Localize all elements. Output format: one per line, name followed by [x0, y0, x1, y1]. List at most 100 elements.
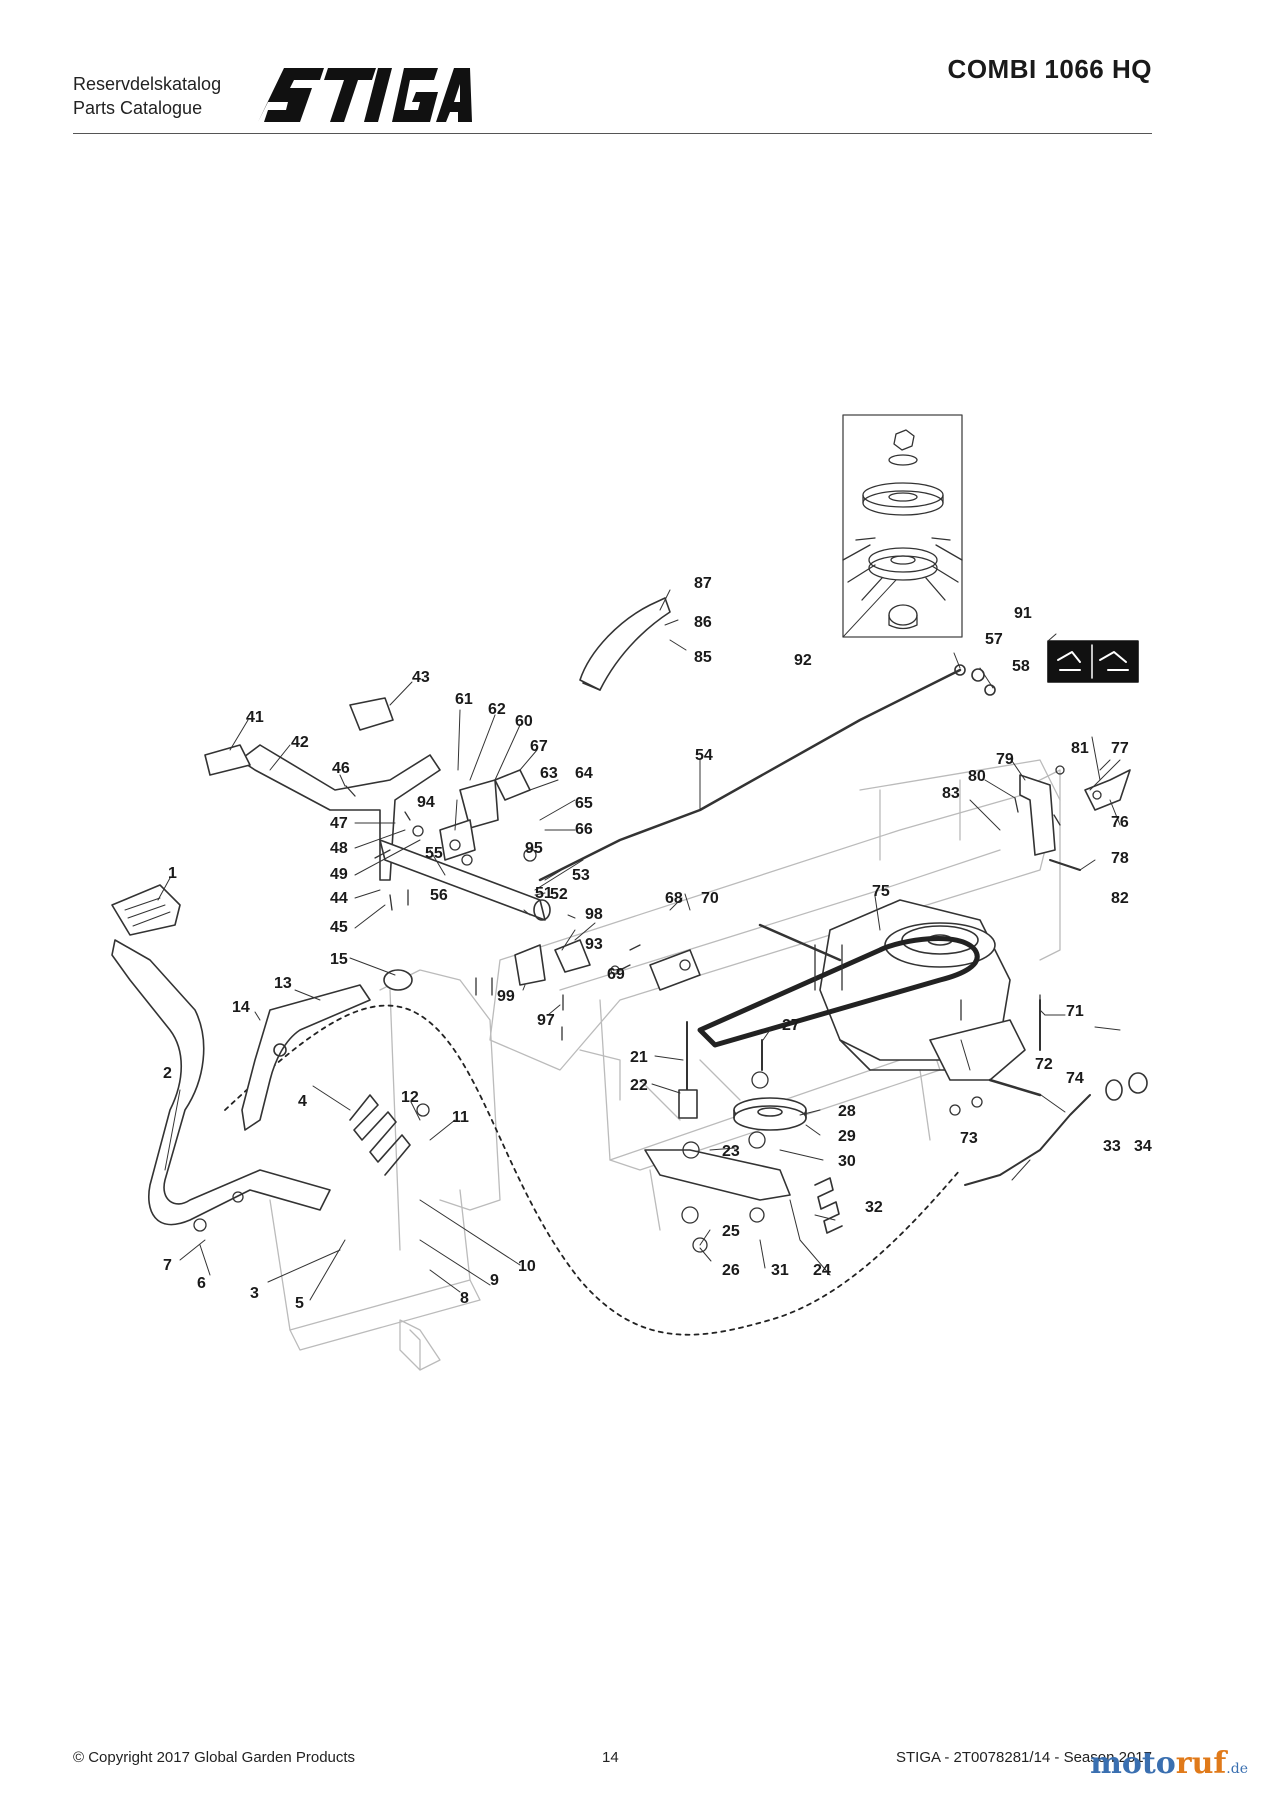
callout-74: 74 — [1066, 1070, 1084, 1087]
callout-98: 98 — [585, 906, 603, 923]
motoruf-watermark: motoruf.de — [1090, 1746, 1248, 1781]
callout-65: 65 — [575, 795, 593, 812]
callout-69: 69 — [607, 966, 625, 983]
catalog-title: Reservdelskatalog Parts Catalogue — [73, 72, 221, 120]
inset-box — [842, 414, 963, 638]
callout-47: 47 — [330, 815, 348, 832]
callout-54: 54 — [695, 747, 713, 764]
callout-24: 24 — [813, 1262, 831, 1279]
callout-70: 70 — [701, 890, 719, 907]
callout-91: 91 — [1014, 605, 1032, 622]
pedal-shaft-assembly — [239, 744, 551, 921]
callout-86: 86 — [694, 614, 712, 631]
bushing-15 — [383, 969, 413, 991]
callout-42: 42 — [291, 734, 309, 751]
callout-75: 75 — [872, 883, 890, 900]
callout-61: 61 — [455, 691, 473, 708]
bolt-82 — [1049, 859, 1081, 871]
callout-2: 2 — [163, 1065, 172, 1082]
callout-4: 4 — [298, 1093, 307, 1110]
callout-45: 45 — [330, 919, 348, 936]
catalog-title-english: Parts Catalogue — [73, 98, 203, 118]
bracket-99 — [514, 944, 546, 986]
callout-79: 79 — [996, 751, 1014, 768]
callout-72: 72 — [1035, 1056, 1053, 1073]
callout-73: 73 — [960, 1130, 978, 1147]
callout-1: 1 — [168, 865, 177, 882]
callout-34: 34 — [1134, 1138, 1152, 1155]
callout-7: 7 — [163, 1257, 172, 1274]
idler-pulley — [733, 1097, 807, 1131]
callout-11: 11 — [452, 1109, 469, 1126]
callout-71: 71 — [1066, 1003, 1084, 1020]
callout-3: 3 — [250, 1285, 259, 1302]
stiga-logo — [258, 68, 472, 122]
callout-30: 30 — [838, 1153, 856, 1170]
washer-33 — [1105, 1079, 1123, 1101]
callout-85: 85 — [694, 649, 712, 666]
callout-14: 14 — [232, 999, 250, 1016]
callout-56: 56 — [430, 887, 448, 904]
lever-76 — [1084, 769, 1131, 811]
callout-76: 76 — [1111, 814, 1129, 831]
drive-belt-75 — [697, 936, 980, 1048]
footer-doc-ref: STIGA - 2T0078281/14 - Season 2017 — [895, 1749, 1152, 1766]
callout-67: 67 — [530, 738, 548, 755]
callout-5: 5 — [295, 1295, 304, 1312]
callout-22: 22 — [630, 1077, 648, 1094]
callout-15: 15 — [330, 951, 348, 968]
callout-21: 21 — [630, 1049, 648, 1066]
callout-68: 68 — [665, 890, 683, 907]
cover-87 — [579, 597, 671, 691]
header-divider — [73, 133, 1152, 134]
pedal-1 — [111, 884, 181, 936]
callout-51: 51 — [535, 885, 553, 902]
watermark-tld: .de — [1226, 1761, 1248, 1777]
callout-46: 46 — [332, 760, 350, 777]
callout-82: 82 — [1111, 890, 1129, 907]
callout-26: 26 — [722, 1262, 740, 1279]
callout-8: 8 — [460, 1290, 469, 1307]
callout-41: 41 — [246, 709, 264, 726]
callout-43: 43 — [412, 669, 430, 686]
callout-92: 92 — [794, 652, 812, 669]
callout-10: 10 — [518, 1258, 536, 1275]
watermark-part1: moto — [1090, 1746, 1176, 1781]
callout-9: 9 — [490, 1272, 499, 1289]
nut-34 — [1128, 1072, 1148, 1094]
callout-28: 28 — [838, 1103, 856, 1120]
pedal-pad-41 — [204, 744, 251, 776]
callout-99: 99 — [497, 988, 515, 1005]
callout-93: 93 — [585, 936, 603, 953]
callout-23: 23 — [722, 1143, 740, 1160]
callout-64: 64 — [575, 765, 593, 782]
callout-52: 52 — [550, 886, 568, 903]
callout-94: 94 — [417, 794, 435, 811]
callout-97: 97 — [537, 1012, 555, 1029]
footer-page-number: 14 — [602, 1749, 619, 1766]
spacer-22 — [678, 1089, 698, 1119]
callout-55: 55 — [425, 845, 443, 862]
callout-77: 77 — [1111, 740, 1129, 757]
callout-33: 33 — [1103, 1138, 1121, 1155]
transaxle — [758, 899, 1042, 1097]
callout-63: 63 — [540, 765, 558, 782]
watermark-part2: ruf — [1175, 1746, 1227, 1781]
callout-13: 13 — [274, 975, 292, 992]
cable-end — [964, 1094, 1091, 1186]
callout-87: 87 — [694, 575, 712, 592]
callout-29: 29 — [838, 1128, 856, 1145]
callout-83: 83 — [942, 785, 960, 802]
callout-95: 95 — [525, 840, 543, 857]
pedal-pad-43 — [349, 697, 394, 731]
model-title: COMBI 1066 HQ — [947, 54, 1152, 84]
callout-25: 25 — [722, 1223, 740, 1240]
spring-4 — [349, 1094, 411, 1176]
callout-32: 32 — [865, 1199, 883, 1216]
callout-62: 62 — [488, 701, 506, 718]
callout-66: 66 — [575, 821, 593, 838]
spring-32 — [814, 1177, 843, 1234]
callout-27: 27 — [782, 1017, 800, 1034]
callout-53: 53 — [572, 867, 590, 884]
